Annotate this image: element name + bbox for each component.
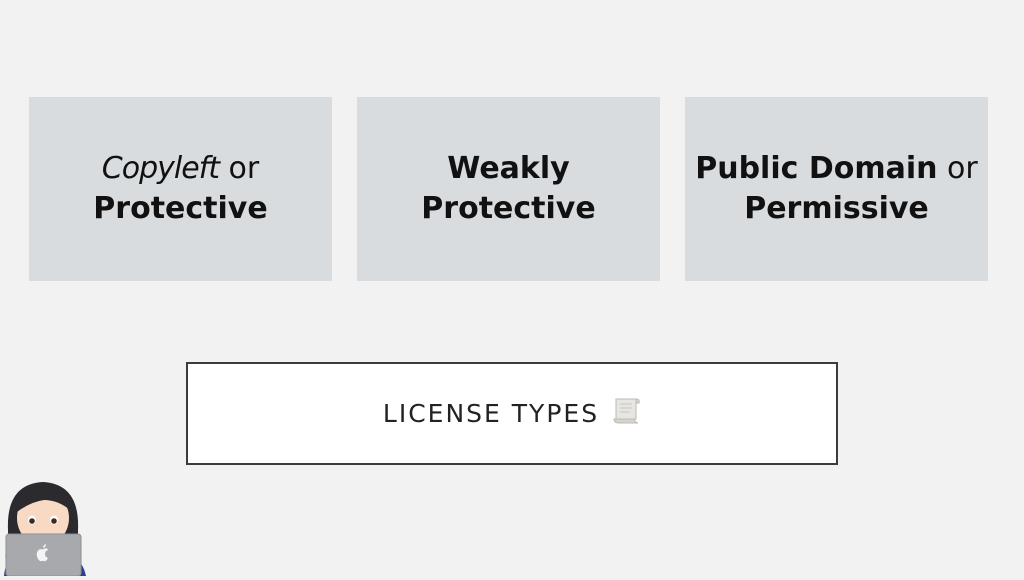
card-term-protective: Protective [421, 191, 596, 226]
slide-title: LICENSE TYPES [382, 399, 600, 428]
license-card-copyleft: Copyleft or Protective [29, 97, 332, 281]
card-line-1: Copyleft or [102, 149, 259, 189]
card-term-public-domain: Public Domain [695, 151, 938, 186]
license-card-public-domain: Public Domain or Permissive [685, 97, 988, 281]
card-connector-or: or [218, 151, 260, 186]
card-term-weakly: Weakly [447, 151, 570, 186]
card-connector-or: or [937, 151, 978, 186]
card-term-copyleft: Copyleft [101, 151, 220, 186]
card-term-permissive: Permissive [744, 191, 929, 226]
license-card-weakly-protective: Weakly Protective [357, 97, 660, 281]
card-line-1: Public Domain or [695, 149, 978, 189]
woman-technologist-icon [0, 478, 90, 577]
slide-title-box: LICENSE TYPES [186, 362, 838, 465]
scroll-icon [611, 395, 641, 425]
card-term-protective: Protective [93, 191, 268, 226]
